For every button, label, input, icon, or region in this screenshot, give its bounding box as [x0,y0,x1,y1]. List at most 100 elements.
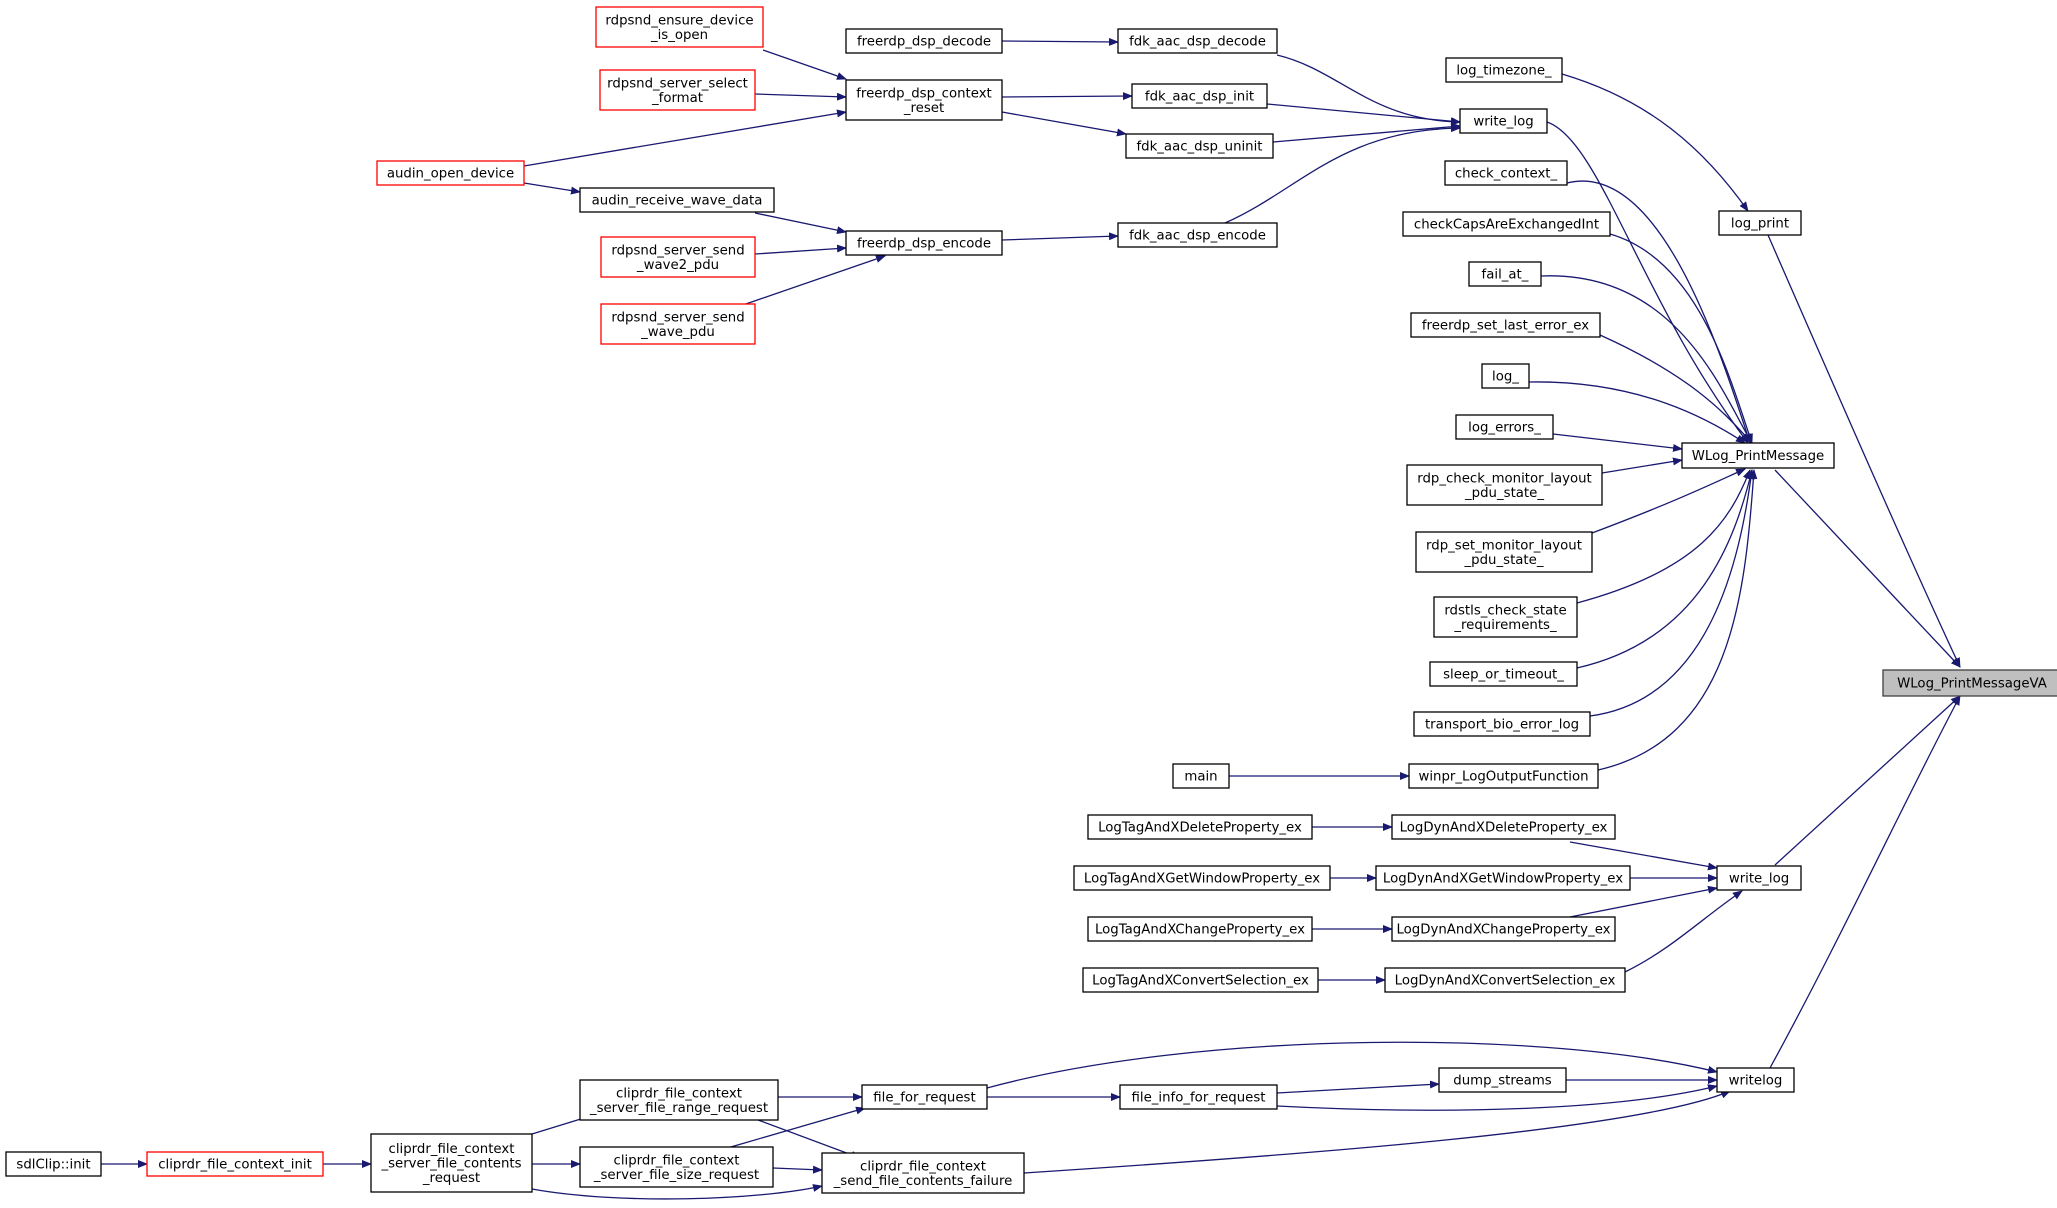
node-freerdp-dsp-context-reset[interactable]: freerdp_dsp_context_reset [845,79,1003,121]
node-label: _request [422,1171,480,1186]
node-box [1438,1067,1567,1093]
edge-dsp-reset-to-fdk-init [1001,92,1133,101]
node-fail-at[interactable]: fail_at_ [1468,261,1542,287]
node-log-print[interactable]: log_print [1718,210,1802,236]
edge-fdk-init-to-write-log [1266,103,1461,126]
node-logtag-change[interactable]: LogTagAndXChangeProperty_ex [1087,916,1313,942]
node-label: freerdp_dsp_context [856,86,992,101]
edge-log-timezone-to-log-print [1561,73,1749,212]
node-fdk-aac-dsp-decode[interactable]: fdk_aac_dsp_decode [1117,28,1278,54]
edge-size-to-failure [772,1165,823,1174]
node-label: cliprdr_file_context_init [158,1158,312,1173]
node-fdk-aac-dsp-uninit[interactable]: fdk_aac_dsp_uninit [1125,133,1274,159]
node-rdp-check-monitor[interactable]: rdp_check_monitor_layout_pdu_state_ [1406,464,1603,506]
node-label: _format [651,91,703,106]
node-logdyn-change[interactable]: LogDynAndXChangeProperty_ex [1391,916,1616,942]
edge-log-print-to-wlog-printmessageva [1767,234,1961,668]
node-sdlclip-init[interactable]: sdlClip::init [5,1151,102,1177]
node-cliprdr-size[interactable]: cliprdr_file_context_server_file_size_re… [579,1146,774,1188]
node-audin-open-device[interactable]: audin_open_device [376,160,525,186]
node-label: fdk_aac_dsp_init [1145,90,1254,105]
node-logtag-delete[interactable]: LogTagAndXDeleteProperty_ex [1087,814,1313,840]
node-main[interactable]: main [1172,763,1230,789]
call-graph-nodes: WLog_PrintMessageVA log_printWLog_PrintMe… [5,6,2057,1194]
node-label: sleep_or_timeout_ [1443,668,1564,683]
node-cliprdr-contents[interactable]: cliprdr_file_context_server_file_content… [370,1133,533,1193]
node-box [1681,442,1835,469]
node-fdk-aac-dsp-encode[interactable]: fdk_aac_dsp_encode [1117,222,1278,248]
node-rdp-set-monitor[interactable]: rdp_set_monitor_layout_pdu_state_ [1415,531,1593,573]
node-box [1718,210,1802,236]
node-box [1429,661,1578,687]
node-checkcaps[interactable]: checkCapsAreExchangedInt [1402,211,1611,237]
node-wlog-printmessage[interactable]: WLog_PrintMessage [1681,442,1835,469]
node-logtag-convert[interactable]: LogTagAndXConvertSelection_ex [1082,967,1319,993]
edge-send-wave2-to-dsp-encode [754,244,847,255]
node-sleep-or-timeout[interactable]: sleep_or_timeout_ [1429,661,1578,687]
node-file-for-request[interactable]: file_for_request [861,1084,988,1110]
node-log-[interactable]: log_ [1481,363,1530,389]
edge-check-context-to-wlog-printmessage [1566,180,1752,444]
node-box [1408,763,1599,789]
node-write-log-a[interactable]: write_log [1459,108,1548,134]
node-transport-bio-error-log[interactable]: transport_bio_error_log [1413,711,1591,737]
call-edges [101,37,1961,1200]
edge-fdk-decode-to-write-log [1276,54,1461,126]
node-freerdp-dsp-decode[interactable]: freerdp_dsp_decode [845,28,1003,54]
edge-log-to-wlog-printmessage [1528,381,1746,444]
node-label: _is_open [650,28,708,43]
edge-server-select-to-dsp-reset [754,92,847,101]
node-rdpsnd-server-select[interactable]: rdpsnd_server_select_format [599,69,756,111]
edge-audin-open-to-dsp-reset [523,109,847,167]
node-rdstls-check-state[interactable]: rdstls_check_state_requirements_ [1433,596,1578,638]
node-rdpsnd-server-send-wave2[interactable]: rdpsnd_server_send_wave2_pdu [600,236,756,278]
node-box [821,1152,1025,1194]
node-freerdp-set-last-error-ex[interactable]: freerdp_set_last_error_ex [1410,312,1601,338]
node-label: audin_open_device [387,167,514,182]
node-box [5,1151,102,1177]
node-logdyn-convert[interactable]: LogDynAndXConvertSelection_ex [1384,967,1626,993]
edge-checkcaps-to-wlog-printmessage [1609,233,1753,444]
node-cliprdr-range[interactable]: cliprdr_file_context_server_file_range_r… [579,1079,779,1121]
edge-freerdp-set-last-error-to-wlog-printmessage [1599,334,1753,444]
node-box [1082,967,1319,993]
node-box [599,69,756,111]
node-writelog[interactable]: writelog [1716,1067,1795,1093]
node-logtag-getwindow[interactable]: LogTagAndXGetWindowProperty_ex [1073,865,1331,891]
node-dump-streams[interactable]: dump_streams [1438,1067,1567,1093]
edge-audin-open-to-audin-receive [523,182,581,195]
edge-cliprdr-failure-to-writelog [1023,1090,1731,1174]
node-log-errors[interactable]: log_errors_ [1455,414,1554,440]
node-box [1384,967,1626,993]
node-label: cliprdr_file_context [860,1159,986,1174]
node-fdk-aac-dsp-init[interactable]: fdk_aac_dsp_init [1131,83,1268,109]
node-box [1481,363,1530,389]
node-box [600,236,756,278]
edge-ensure-device-to-dsp-reset [762,49,847,80]
node-label: rdpsnd_ensure_device [605,13,753,28]
node-cliprdr-init[interactable]: cliprdr_file_context_init [146,1151,324,1177]
node-logdyn-getwindow[interactable]: LogDynAndXGetWindowProperty_ex [1375,865,1631,891]
node-winpr-logoutputfunction[interactable]: winpr_LogOutputFunction [1408,763,1599,789]
node-logdyn-delete[interactable]: LogDynAndXDeleteProperty_ex [1391,814,1616,840]
node-label: LogTagAndXDeleteProperty_ex [1098,821,1302,836]
node-label: file_info_for_request [1132,1091,1266,1106]
node-label: check_context_ [1455,167,1558,182]
node-write-log-b[interactable]: write_log [1716,865,1802,891]
node-freerdp-dsp-encode[interactable]: freerdp_dsp_encode [845,230,1003,256]
edge-dsp-reset-to-fdk-uninit [1001,111,1127,137]
node-file-info-for-request[interactable]: file_info_for_request [1119,1084,1278,1110]
node-box [1406,464,1603,506]
node-box [1131,83,1268,109]
node-log-timezone[interactable]: log_timezone_ [1445,57,1563,83]
node-cliprdr-failure[interactable]: cliprdr_file_context_send_file_contents_… [821,1152,1025,1194]
node-audin-receive-wave-data[interactable]: audin_receive_wave_data [579,187,775,213]
edge-logdyn-change-to-write-log-b [1569,885,1718,918]
node-label: freerdp_set_last_error_ex [1422,319,1589,334]
node-label: rdpsnd_server_send [611,310,744,325]
node-rdpsnd-server-send-wave[interactable]: rdpsnd_server_send_wave_pdu [600,303,756,345]
node-rdpsnd-ensure-device[interactable]: rdpsnd_ensure_device_is_open [595,6,764,48]
edge-fdk-encode-to-write-log [1224,124,1461,224]
node-wlog-printmessageva[interactable]: WLog_PrintMessageVA [1882,669,2057,697]
node-check-context[interactable]: check_context_ [1444,160,1568,186]
